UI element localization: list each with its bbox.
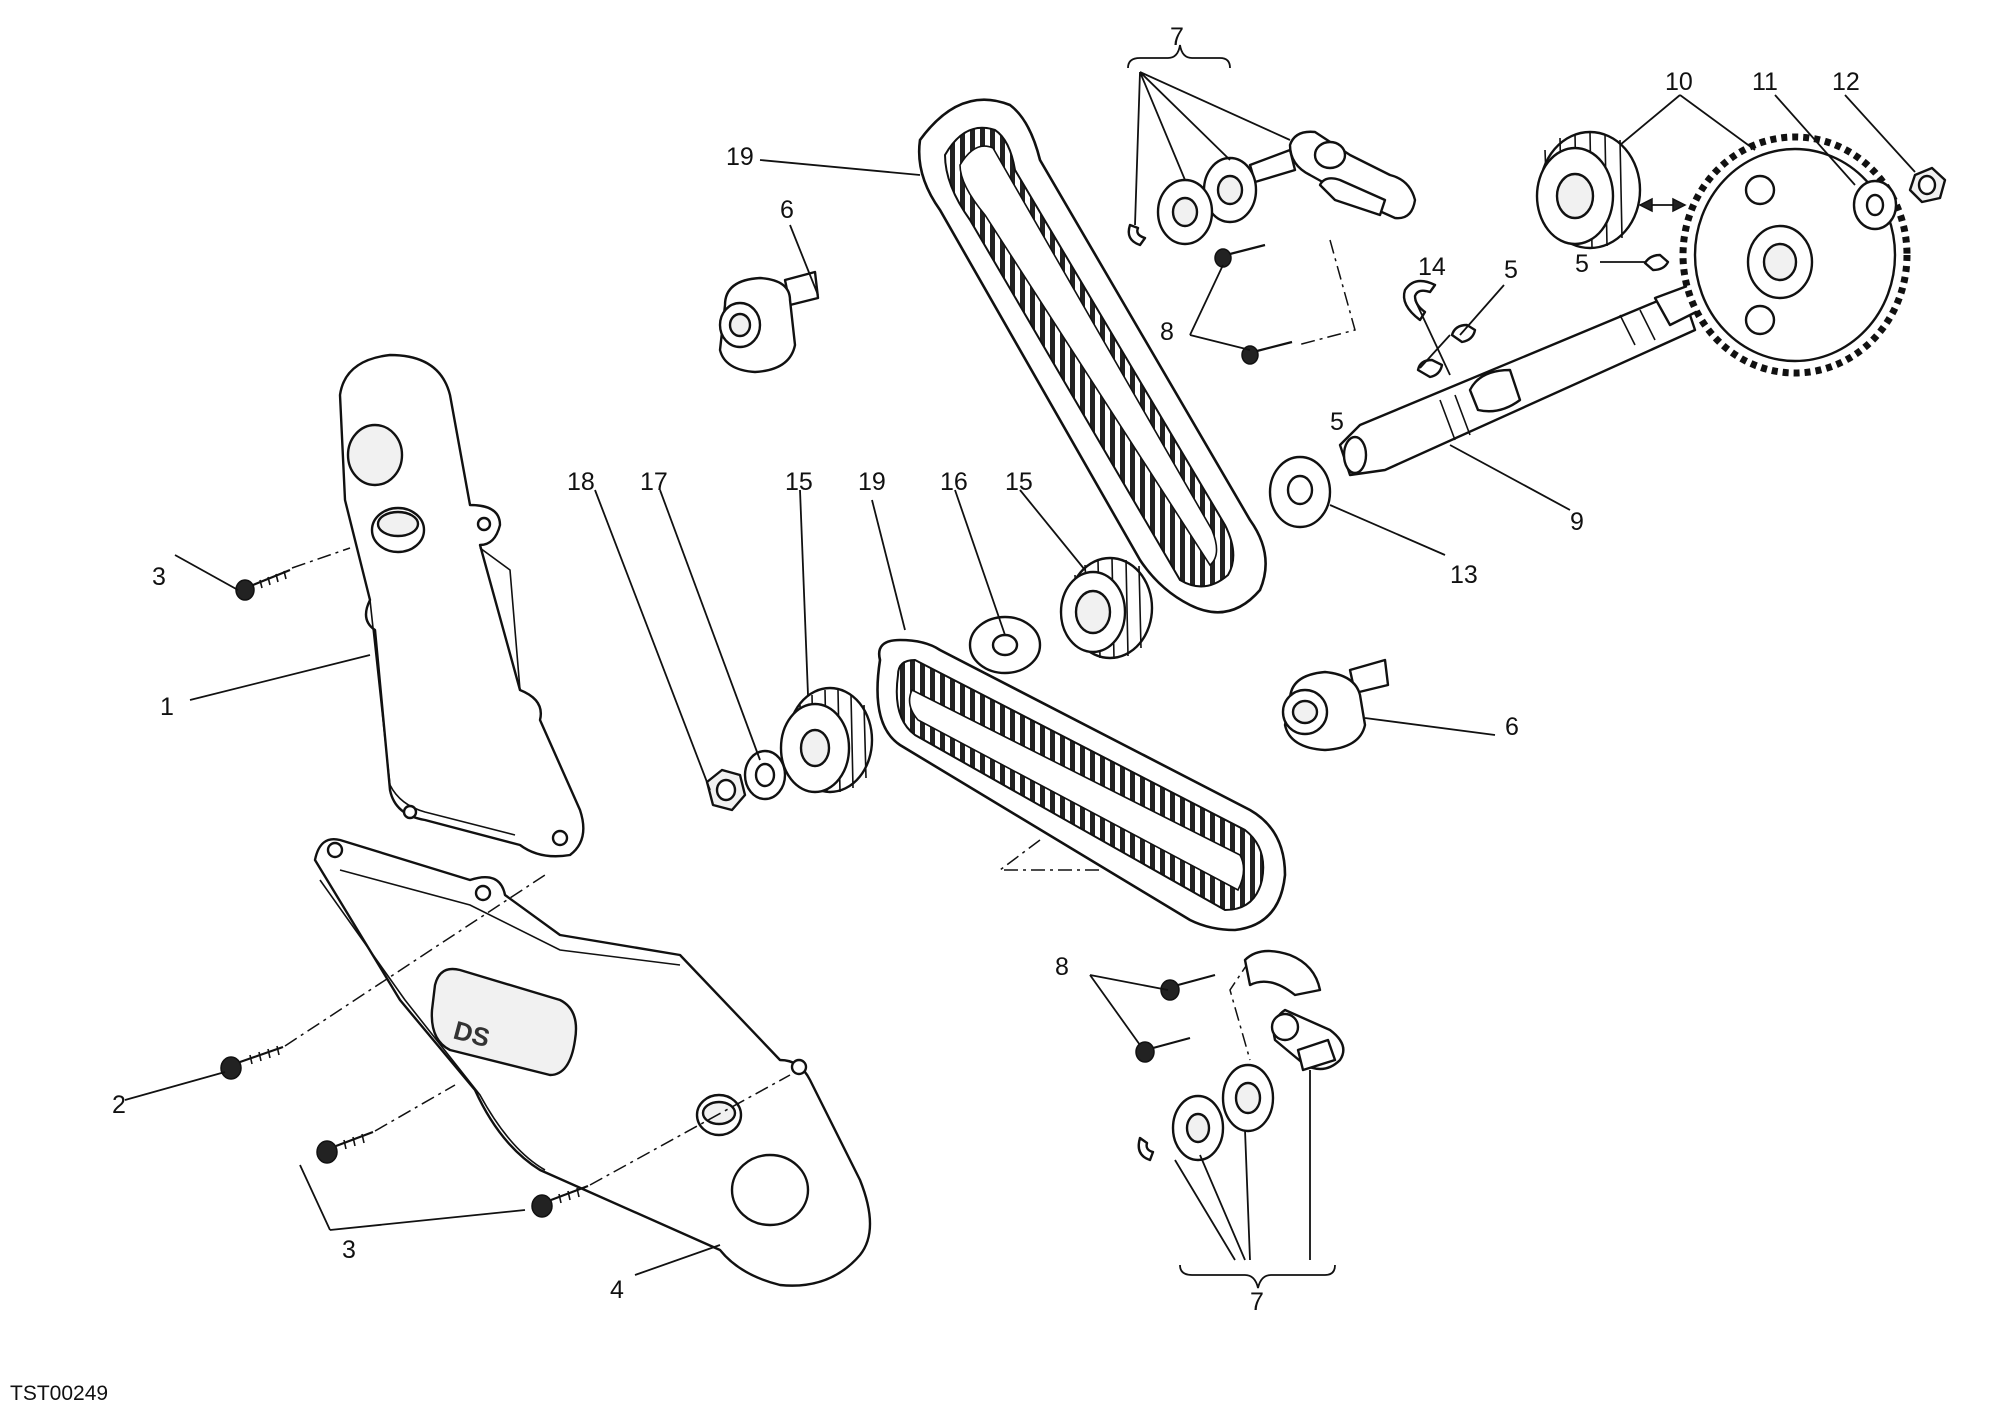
- callout-9: 9: [1570, 508, 1584, 536]
- group-braces: [1127, 44, 1336, 1289]
- callout-6-top: 6: [780, 196, 794, 224]
- callout-19-top: 19: [726, 143, 754, 171]
- nut-12: [1908, 166, 1947, 204]
- washer-16: [968, 615, 1042, 675]
- callout-2: 2: [112, 1091, 126, 1119]
- spacer-6-right: [1281, 658, 1390, 752]
- callout-labels: 1 2 3 3 4 5 5 5 6 6 7 7 8 8 9 10 11 12 1…: [112, 23, 1860, 1316]
- leader-lines: [124, 71, 1916, 1276]
- callout-5-a: 5: [1504, 256, 1518, 284]
- callout-15-left: 15: [785, 468, 813, 496]
- layshaft-9: [1338, 283, 1702, 477]
- callout-13: 13: [1450, 561, 1478, 589]
- tensioner-7-bottom: [1135, 949, 1345, 1162]
- callout-19-mid: 19: [858, 468, 886, 496]
- tensioner-7-top: [1127, 130, 1417, 365]
- gear-mesh-arrowheads: [1638, 197, 1687, 213]
- callout-3-bottom: 3: [342, 1236, 356, 1264]
- washer-11: [1852, 179, 1898, 231]
- callout-7-bottom: 7: [1250, 1288, 1264, 1316]
- timing-belt-upper: [917, 98, 1267, 614]
- nut-18: [705, 768, 747, 812]
- callout-14: 14: [1418, 253, 1446, 281]
- circlip-14: [1402, 279, 1437, 322]
- screw-2: [220, 1045, 284, 1080]
- callout-17: 17: [640, 468, 668, 496]
- callout-4: 4: [610, 1276, 624, 1304]
- timing-belt-lower: [876, 638, 1287, 932]
- callout-8-bottom: 8: [1055, 953, 1069, 981]
- screw-3-top: [235, 568, 291, 601]
- callout-1: 1: [160, 693, 174, 721]
- assembly-axes: [284, 239, 1356, 1186]
- pulley-15-left: [779, 686, 874, 794]
- washer-13: [1268, 455, 1332, 529]
- washer-17: [743, 749, 787, 801]
- callout-8-top: 8: [1160, 318, 1174, 346]
- spacer-6-top: [718, 270, 820, 374]
- cover-screws: [220, 568, 589, 1218]
- large-gear-10: [1679, 133, 1911, 377]
- callout-6-right: 6: [1505, 713, 1519, 741]
- callout-10: 10: [1665, 68, 1693, 96]
- callout-5-b: 5: [1330, 408, 1344, 436]
- callout-16: 16: [940, 468, 968, 496]
- callout-12: 12: [1832, 68, 1860, 96]
- outer-belt-cover: DS: [313, 838, 872, 1287]
- callout-5-c: 5: [1575, 250, 1589, 278]
- callout-3-top: 3: [152, 563, 166, 591]
- callout-15-right: 15: [1005, 468, 1033, 496]
- inner-belt-cover: [338, 353, 585, 858]
- screw-3-lower-a: [316, 1130, 374, 1164]
- callout-11: 11: [1752, 68, 1778, 96]
- screw-3-lower-b: [531, 1184, 589, 1218]
- callout-7-top: 7: [1170, 23, 1184, 51]
- drawing-code: TST00249: [10, 1382, 108, 1405]
- small-gear-10: [1535, 130, 1642, 250]
- pulley-15-right: [1059, 556, 1154, 660]
- callout-18: 18: [567, 468, 595, 496]
